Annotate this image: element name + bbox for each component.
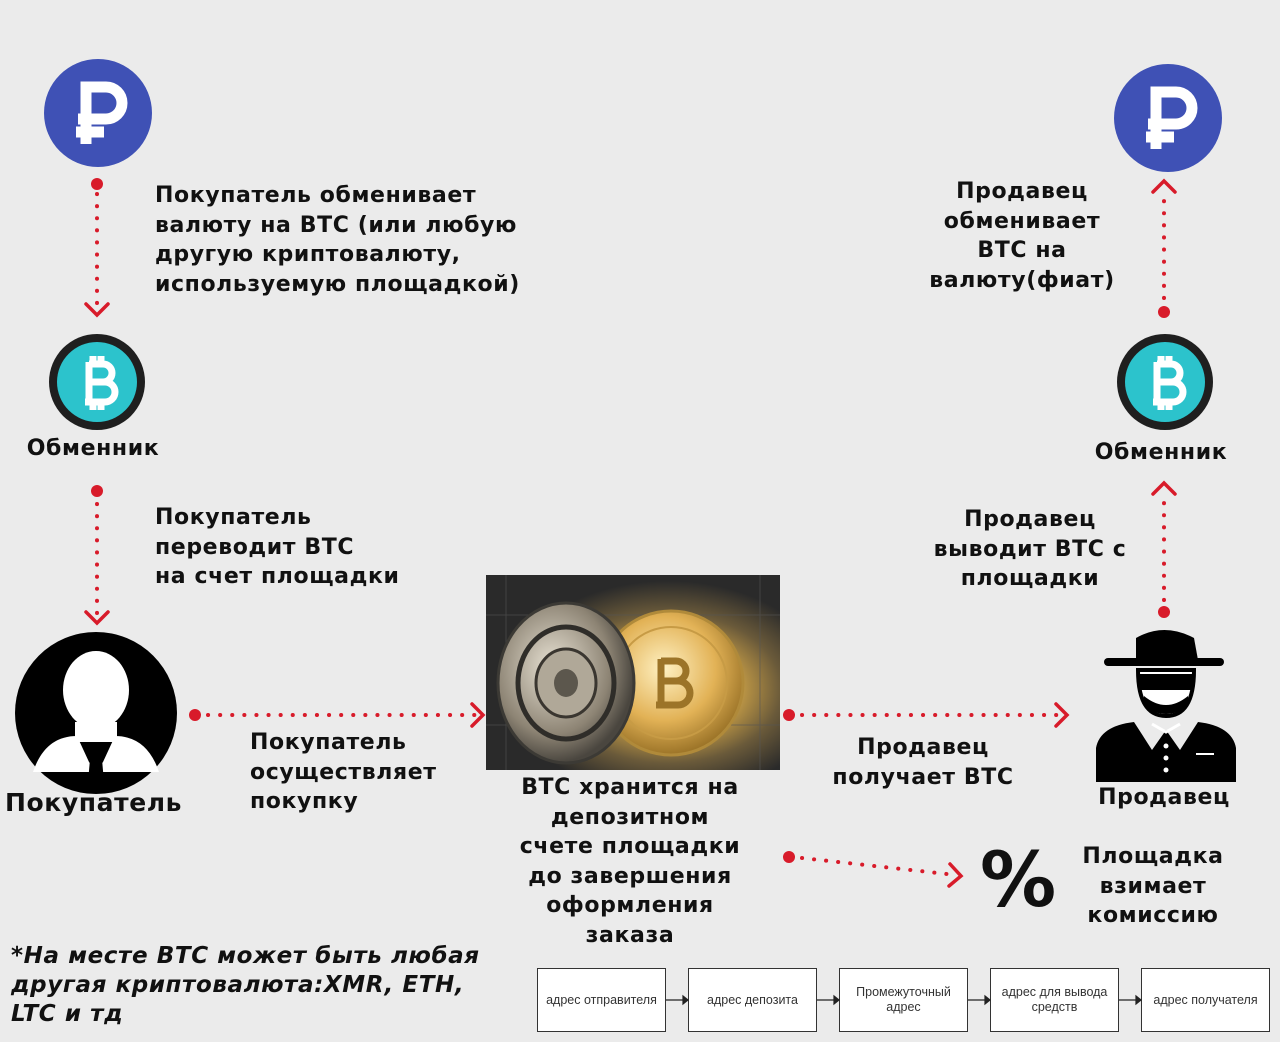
arrowhead-commission — [947, 862, 964, 888]
arrow-start-dot — [1158, 306, 1170, 318]
arrowhead-up-2 — [1151, 178, 1177, 194]
flow-connector-head — [1135, 994, 1142, 1006]
seller-exchange-caption: Продавец обменивает BTC на валюту(фиат) — [929, 179, 1115, 293]
seller-withdraw-caption: Продавец выводит BTC с площадки — [933, 507, 1127, 591]
arrowhead-down-2 — [84, 610, 110, 626]
bitcoin-icon — [49, 334, 145, 430]
flow-connector-head — [682, 994, 689, 1006]
arrow-start-dot — [783, 851, 795, 863]
masked-seller-icon — [1094, 622, 1240, 782]
percent-icon: % — [980, 835, 1057, 924]
buyer-transfer-caption: Покупатель переводит BTC на счет площадк… — [155, 505, 400, 589]
arrow-start-dot — [91, 485, 103, 497]
flow-step-withdrawal: адрес для вывода средств — [990, 968, 1119, 1032]
buyer-exchange-caption: Покупатель обменивает валюту на BTC (или… — [155, 183, 520, 297]
flow-connector-head — [833, 994, 840, 1006]
arrow-start-dot — [91, 178, 103, 190]
escrow-caption: BTC хранится на депозитном счете площадк… — [519, 775, 741, 948]
seller-receives-caption: Продавец получает BTC — [832, 735, 1014, 790]
flow-connector-head — [984, 994, 991, 1006]
arrow-start-dot — [189, 709, 201, 721]
flow-step-recipient: адрес получателя — [1141, 968, 1270, 1032]
flow-step-intermediate: Промежуточный адрес — [839, 968, 968, 1032]
exchanger-right-label: Обменник — [1094, 440, 1228, 465]
arrow-start-dot — [1158, 606, 1170, 618]
seller-name-label: Продавец — [1098, 785, 1230, 810]
bitcoin-icon — [1117, 334, 1213, 430]
arrowhead-right-1 — [470, 702, 486, 728]
flow-step-sender: адрес отправителя — [537, 968, 666, 1032]
buyer-name-label: Покупатель — [5, 788, 183, 817]
platform-fee-caption: Площадка взимает комиссию — [1082, 844, 1224, 928]
bitcoin-vault-image — [486, 575, 780, 770]
arrowhead-right-2 — [1054, 702, 1070, 728]
arrow-start-dot — [783, 709, 795, 721]
footnote: *На месте BTC может быть любая другая кр… — [11, 943, 480, 1027]
exchanger-left-label: Обменник — [26, 436, 160, 461]
arrowhead-up-1 — [1151, 480, 1177, 496]
user-silhouette-icon — [15, 632, 177, 794]
ruble-icon — [44, 59, 152, 167]
buyer-purchase-caption: Покупатель осуществляет покупку — [250, 730, 437, 814]
ruble-icon — [1114, 64, 1222, 172]
arrowhead-down-1 — [84, 302, 110, 318]
arrow-vault-to-commission — [800, 856, 958, 877]
flow-step-deposit: адрес депозита — [688, 968, 817, 1032]
